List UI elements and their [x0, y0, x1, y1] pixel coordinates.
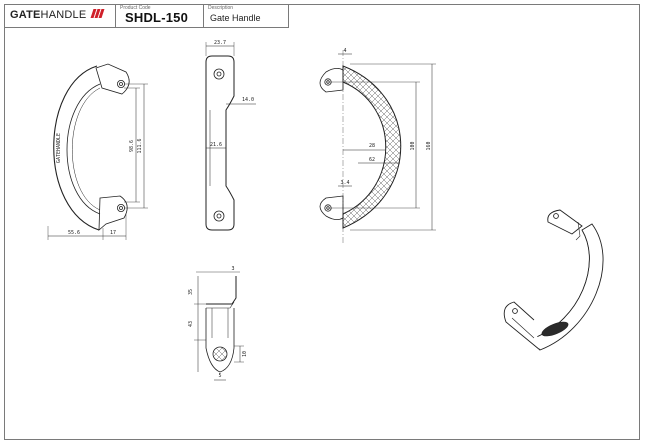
dim-side-top-width: 23.7 [214, 40, 226, 46]
dim-front-outer-height: 111.6 [137, 138, 143, 153]
brand-name-light: HANDLE [40, 9, 87, 21]
dim-profile-top-thickness: 4 [343, 48, 346, 54]
dim-profile-grip-width: 28 [369, 143, 375, 149]
brand-logo: GATEHANDLE [4, 4, 116, 27]
product-code-value: SHDL-150 [125, 10, 189, 25]
description-value: Gate Handle [210, 13, 261, 23]
dim-section-top: 3 [231, 266, 234, 272]
title-block: GATEHANDLE Product Code SHDL-150 Descrip… [4, 4, 289, 28]
dim-side-offset: 14.0 [242, 97, 254, 103]
description-label: Description [208, 5, 234, 11]
drawing-border [4, 4, 640, 440]
dim-section-lower: 10 [242, 351, 248, 357]
dim-profile-overall-length: 160 [426, 141, 432, 150]
dim-front-depth: 55.6 [68, 230, 80, 236]
description-cell: Description Gate Handle [204, 4, 289, 27]
dim-front-flange: 17 [110, 230, 116, 236]
dim-front-inner-height: 98.6 [129, 140, 135, 152]
product-code-label: Product Code [120, 5, 151, 11]
dim-section-upper: 35 [188, 289, 194, 295]
product-code-cell: Product Code SHDL-150 [116, 4, 204, 27]
side-view [205, 42, 256, 231]
section-view [194, 271, 244, 381]
front-engraving: GATEHANDLE [56, 133, 62, 163]
dim-profile-hole-centers: 100 [410, 141, 416, 150]
front-view [47, 63, 148, 240]
dim-section-bottom: 5 [218, 373, 221, 379]
dim-profile-grip-depth: 62 [369, 157, 375, 163]
profile-view [319, 50, 436, 244]
dim-side-waist: 21.6 [210, 142, 222, 148]
dim-section-mid: 43 [188, 321, 194, 327]
brand-name-bold: GATE [10, 9, 41, 21]
dim-profile-flange-thickness: 3.4 [340, 180, 349, 186]
isometric-view [503, 209, 604, 351]
